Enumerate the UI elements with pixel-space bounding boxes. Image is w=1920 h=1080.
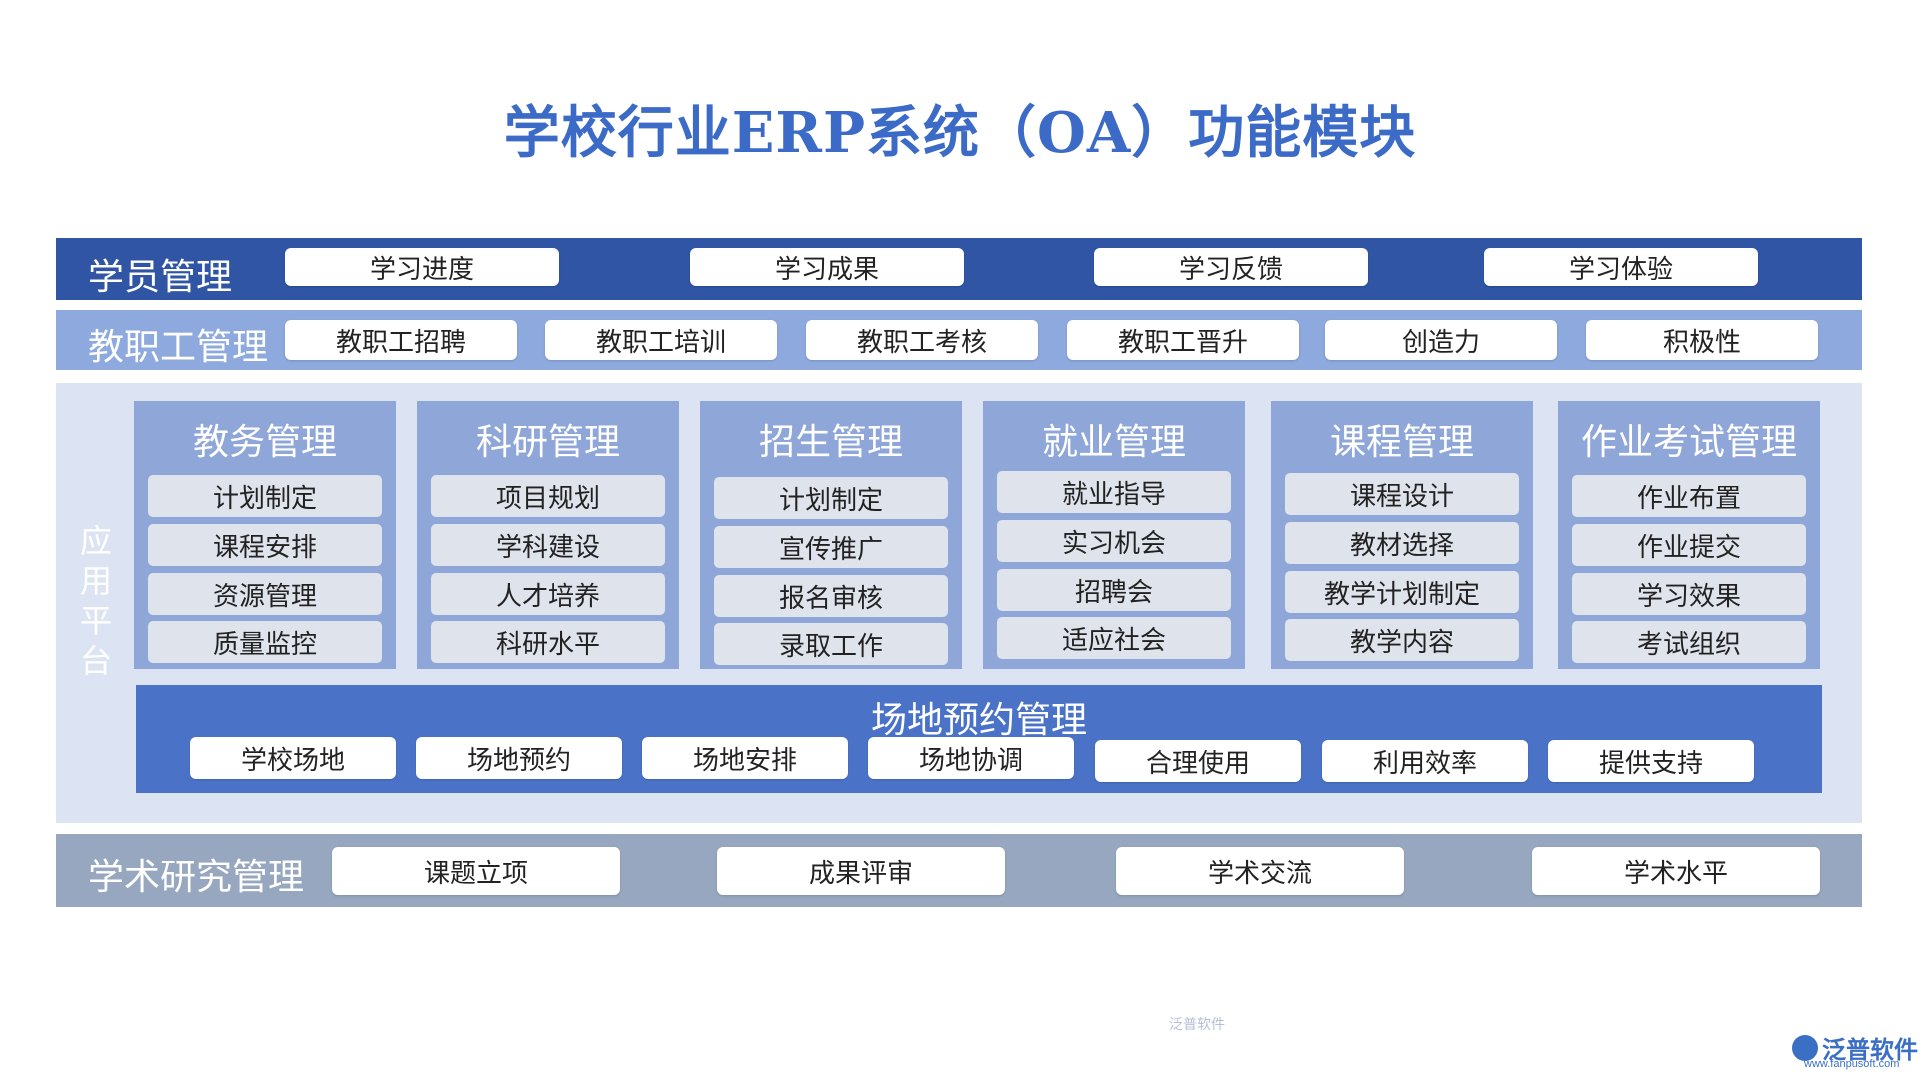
module-item: 学习效果 [1572,573,1806,615]
venue-booking-panel: 场地预约管理 学校场地 场地预约 场地安排 场地协调 合理使用 利用效率 提供支… [136,685,1822,793]
staff-item: 教职工晋升 [1067,320,1299,360]
module-item: 计划制定 [714,477,948,519]
module-item: 就业指导 [997,471,1231,513]
module-title: 教务管理 [192,422,337,463]
module-item: 作业布置 [1572,475,1806,517]
academic-research-band: 学术研究管理 课题立项 成果评审 学术交流 学术水平 [56,834,1862,907]
logo-url: www.fanpusoft.com [1804,1058,1900,1070]
module-item: 学科建设 [431,524,665,566]
staff-management-band: 教职工管理 教职工招聘 教职工培训 教职工考核 教职工晋升 创造力 积极性 [56,310,1862,370]
staff-item: 积极性 [1586,320,1818,360]
module-item: 作业提交 [1572,524,1806,566]
module-item: 教学内容 [1285,619,1519,661]
staff-item: 教职工培训 [545,320,777,360]
module-homework-exams: 作业考试管理 作业布置 作业提交 学习效果 考试组织 [1558,401,1820,669]
module-item: 质量监控 [148,621,382,663]
student-management-band: 学员管理 学习进度 学习成果 学习反馈 学习体验 [56,238,1862,300]
module-item: 科研水平 [431,621,665,663]
student-item: 学习体验 [1484,248,1758,286]
module-item: 招聘会 [997,569,1231,611]
venue-item: 利用效率 [1322,740,1528,782]
module-item: 报名审核 [714,575,948,617]
staff-item: 创造力 [1325,320,1557,360]
venue-item: 场地安排 [642,737,848,779]
module-item: 教材选择 [1285,522,1519,564]
module-title: 课程管理 [1329,422,1474,463]
student-management-label: 学员管理 [88,257,233,298]
module-item: 教学计划制定 [1285,571,1519,613]
module-item: 适应社会 [997,617,1231,659]
logo-text: 泛普软件 [1822,1037,1918,1064]
module-item: 宣传推广 [714,526,948,568]
module-item: 实习机会 [997,520,1231,562]
venue-item: 提供支持 [1548,740,1754,782]
academic-item: 课题立项 [332,847,620,895]
watermark: 泛普软件 [1169,1017,1225,1033]
student-item: 学习进度 [285,248,559,286]
venue-item: 学校场地 [190,737,396,779]
academic-item: 学术水平 [1532,847,1820,895]
academic-item: 成果评审 [717,847,1005,895]
brand-logo: 泛普软件 [1792,1030,1918,1065]
module-item: 计划制定 [148,475,382,517]
venue-item: 合理使用 [1095,740,1301,782]
academic-item: 学术交流 [1116,847,1404,895]
module-item: 资源管理 [148,573,382,615]
module-item: 项目规划 [431,475,665,517]
module-title: 招生管理 [758,422,903,463]
module-employment: 就业管理 就业指导 实习机会 招聘会 适应社会 [983,401,1245,669]
module-item: 课程安排 [148,524,382,566]
module-admissions: 招生管理 计划制定 宣传推广 报名审核 录取工作 [700,401,962,669]
platform-label: 应用平台 [79,522,112,680]
module-title: 科研管理 [475,422,620,463]
staff-management-label: 教职工管理 [88,327,269,368]
module-courses: 课程管理 课程设计 教材选择 教学计划制定 教学内容 [1271,401,1533,669]
student-item: 学习反馈 [1094,248,1368,286]
staff-item: 教职工考核 [806,320,1038,360]
logo-icon [1792,1034,1818,1061]
student-item: 学习成果 [690,248,964,286]
module-title: 作业考试管理 [1580,422,1797,463]
module-research: 科研管理 项目规划 学科建设 人才培养 科研水平 [417,401,679,669]
module-academic-affairs: 教务管理 计划制定 课程安排 资源管理 质量监控 [134,401,396,669]
application-platform: 应用平台 教务管理 计划制定 课程安排 资源管理 质量监控 科研管理 项目规划 … [56,383,1862,1033]
venue-item: 场地协调 [868,737,1074,779]
module-item: 考试组织 [1572,621,1806,663]
module-item: 录取工作 [714,623,948,665]
venue-item: 场地预约 [416,737,622,779]
page-title: 学校行业ERP系统（OA）功能模块 [503,100,1417,166]
module-item: 课程设计 [1285,473,1519,515]
staff-item: 教职工招聘 [285,320,517,360]
venue-title: 场地预约管理 [870,700,1087,741]
module-title: 就业管理 [1041,422,1186,463]
academic-research-label: 学术研究管理 [88,857,305,898]
module-item: 人才培养 [431,573,665,615]
